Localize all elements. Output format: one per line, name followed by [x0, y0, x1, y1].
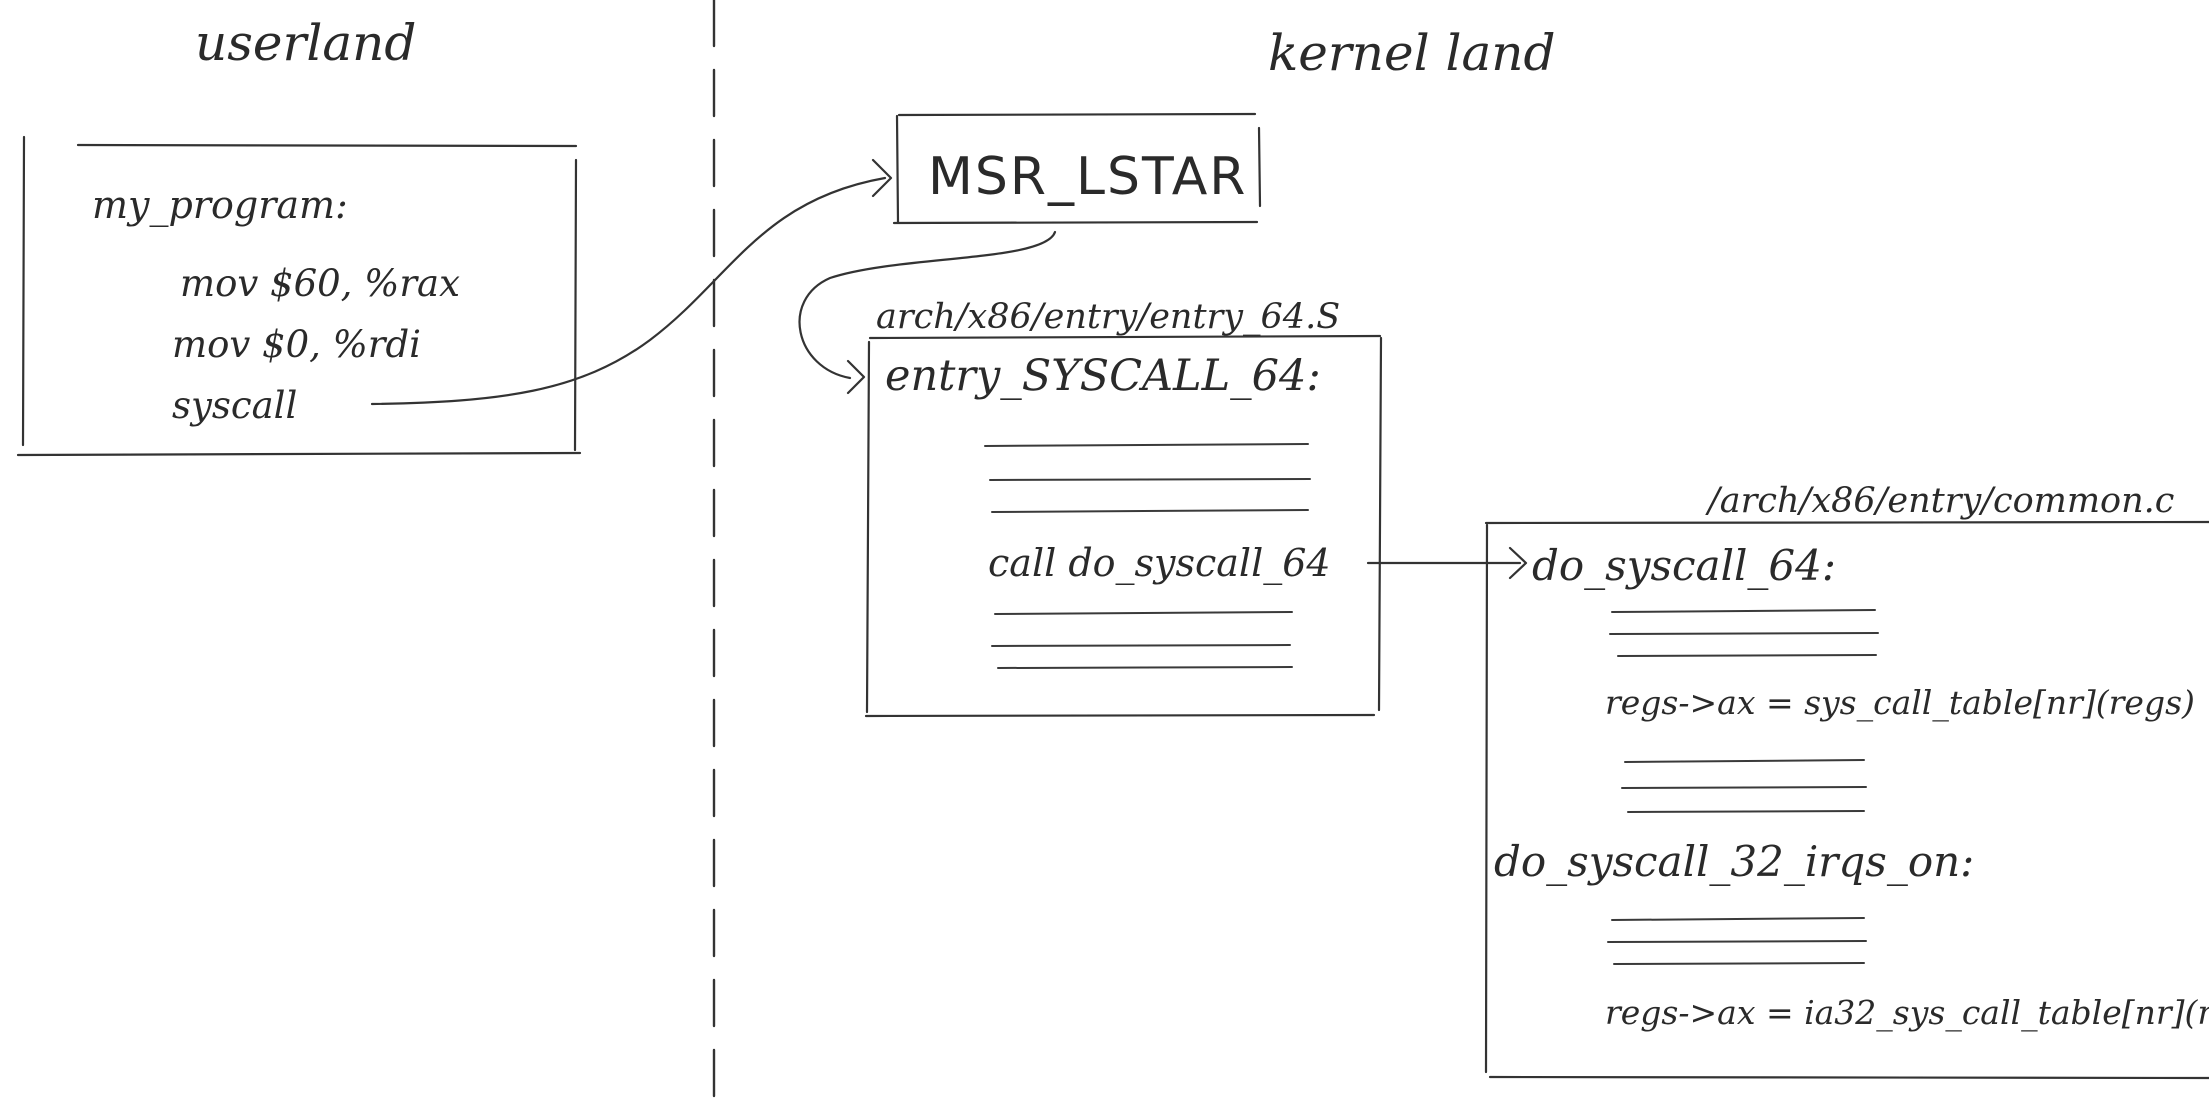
syscall-to-msr-arrow [370, 176, 887, 406]
asm-line-mov-rax: mov $60, %rax [180, 262, 460, 305]
common-placeholder-lines-3 [1607, 917, 1867, 965]
do-syscall-32-label: do_syscall_32_irqs_on: [1494, 837, 1974, 886]
call-to-do-syscall-arrowhead [1508, 546, 1528, 580]
common-c-box [1484, 520, 2209, 1080]
common-placeholder-lines-2 [1621, 759, 1867, 813]
common-file-path: /arch/x86/entry/common.c [1705, 481, 2174, 521]
entry-file-path: arch/x86/entry/entry_64.S [876, 297, 1340, 337]
entry-placeholder-lines-top [984, 443, 1311, 513]
syscall-to-msr-arrowhead [871, 158, 893, 198]
ia32-sys-call-table-stmt: regs->ax = ia32_sys_call_table[nr](regs) [1605, 993, 2209, 1033]
entry-placeholder-lines-bottom [991, 611, 1293, 669]
asm-line-mov-rdi: mov $0, %rdi [172, 323, 421, 366]
common-placeholder-lines-1 [1609, 609, 1879, 657]
do-syscall-64-label: do_syscall_64: [1532, 541, 1836, 590]
msr-to-entry-arrowhead [846, 359, 866, 395]
asm-line-syscall: syscall [172, 384, 297, 427]
sys-call-table-stmt: regs->ax = sys_call_table[nr](regs) [1605, 683, 2195, 723]
kernel-land-label: kernel land [1268, 24, 1555, 82]
msr-to-entry-arrow [798, 230, 1057, 380]
call-do-syscall-64-line: call do_syscall_64 [988, 541, 1331, 586]
program-label: my_program: [92, 183, 348, 228]
entry-syscall-64-box [864, 334, 1383, 718]
entry-label: entry_SYSCALL_64: [885, 351, 1321, 401]
userland-label: userland [195, 14, 416, 72]
msr-lstar-label: MSR_LSTAR [928, 147, 1247, 207]
msr-lstar-box [892, 112, 1262, 225]
user-program-box [16, 135, 582, 457]
